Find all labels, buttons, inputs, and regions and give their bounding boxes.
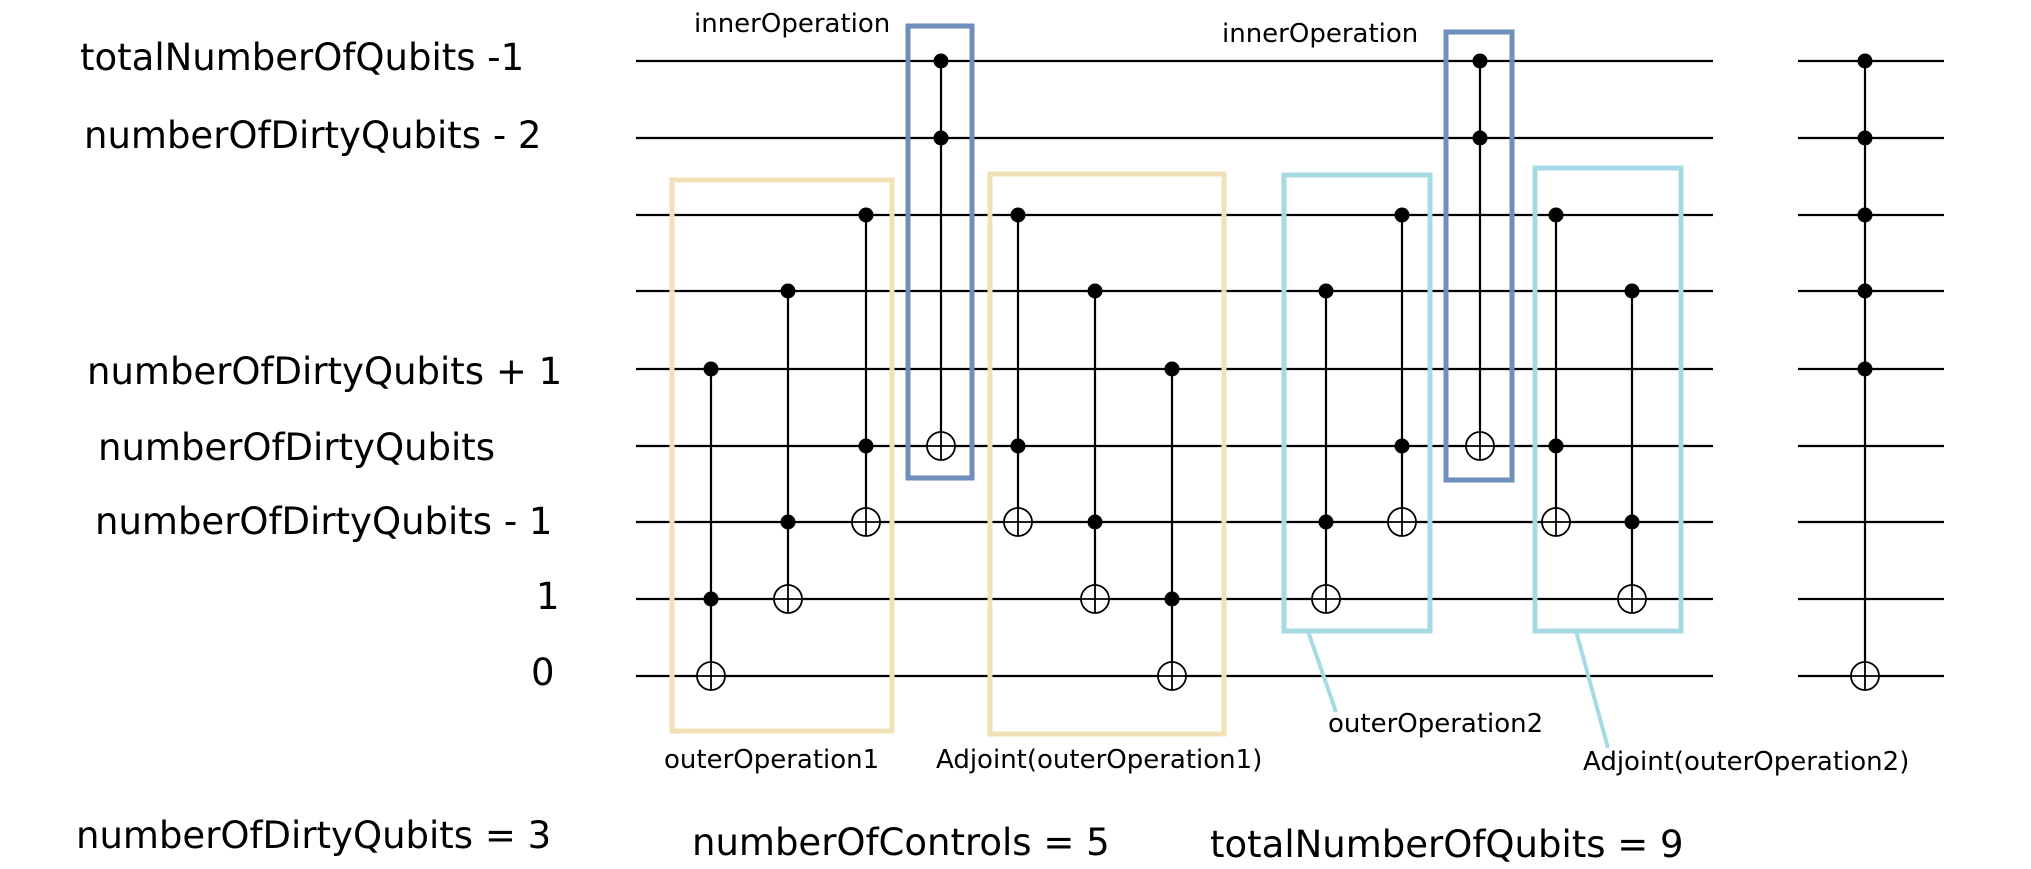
outer-operation2-leader bbox=[1306, 630, 1338, 713]
adjoint-outer-operation1-label: Adjoint(outerOperation1) bbox=[936, 745, 1262, 775]
control-dot bbox=[703, 591, 719, 607]
control-dot bbox=[1010, 438, 1026, 454]
gate-10 bbox=[1465, 53, 1495, 461]
adjoint-outer-operation2-box bbox=[1532, 165, 1684, 634]
outer-operation1-label: outerOperation1 bbox=[664, 745, 879, 775]
control-dot bbox=[1164, 361, 1180, 377]
control-dot bbox=[858, 207, 874, 223]
footer-dirty-qubits: numberOfDirtyQubits = 3 bbox=[76, 814, 551, 857]
row-label-4: numberOfDirtyQubits + 1 bbox=[87, 350, 562, 393]
gate-13 bbox=[1850, 53, 1880, 691]
adjoint-outer-operation2-label: Adjoint(outerOperation2) bbox=[1583, 747, 1909, 777]
qubit-wires bbox=[636, 59, 1944, 678]
control-dot bbox=[1624, 283, 1640, 299]
gate-2 bbox=[773, 283, 803, 614]
outer-operation2-box bbox=[1281, 172, 1433, 634]
control-dot bbox=[1394, 207, 1410, 223]
control-dot bbox=[1164, 591, 1180, 607]
gate-8 bbox=[1311, 283, 1341, 614]
control-dot bbox=[1472, 130, 1488, 146]
gates bbox=[696, 53, 1880, 691]
control-dot bbox=[780, 514, 796, 530]
inner-operation2-label: innerOperation bbox=[1222, 19, 1418, 49]
gate-9 bbox=[1387, 207, 1417, 537]
footer-number-of-controls: numberOfControls = 5 bbox=[692, 821, 1110, 864]
row-label-6: numberOfDirtyQubits - 1 bbox=[95, 500, 552, 543]
gate-11 bbox=[1541, 207, 1571, 537]
control-dot bbox=[1318, 283, 1334, 299]
footer-total-qubits: totalNumberOfQubits = 9 bbox=[1210, 823, 1684, 866]
control-dot bbox=[858, 438, 874, 454]
control-dot bbox=[1857, 283, 1873, 299]
outer-operation2-label: outerOperation2 bbox=[1328, 709, 1543, 739]
control-dot bbox=[1857, 53, 1873, 69]
gate-6 bbox=[1080, 283, 1110, 614]
row-label-7: 1 bbox=[536, 575, 560, 618]
control-dot bbox=[1472, 53, 1488, 69]
control-dot bbox=[1318, 514, 1334, 530]
inner-operation1-box bbox=[905, 23, 975, 481]
gate-3 bbox=[851, 207, 881, 537]
control-dot bbox=[1624, 514, 1640, 530]
control-dot bbox=[933, 53, 949, 69]
control-dot bbox=[1087, 514, 1103, 530]
gate-5 bbox=[1003, 207, 1033, 537]
control-dot bbox=[933, 130, 949, 146]
adjoint-outer-operation1-box bbox=[987, 171, 1227, 737]
adjoint-outer-operation2-leader bbox=[1574, 630, 1610, 749]
control-dot bbox=[1857, 361, 1873, 377]
gate-1 bbox=[696, 361, 726, 691]
gate-7 bbox=[1157, 361, 1187, 691]
control-dot bbox=[1010, 207, 1026, 223]
row-label-1: numberOfDirtyQubits - 2 bbox=[84, 114, 541, 157]
row-label-0: totalNumberOfQubits -1 bbox=[80, 36, 524, 79]
control-dot bbox=[1087, 283, 1103, 299]
row-label-8: 0 bbox=[531, 651, 555, 694]
gate-12 bbox=[1617, 283, 1647, 614]
control-dot bbox=[1548, 207, 1564, 223]
control-dot bbox=[1394, 438, 1410, 454]
control-dot bbox=[1857, 207, 1873, 223]
gate-4 bbox=[926, 53, 956, 461]
row-label-5: numberOfDirtyQubits bbox=[98, 426, 495, 469]
control-dot bbox=[1548, 438, 1564, 454]
control-dot bbox=[1857, 130, 1873, 146]
outer-operation1-box bbox=[669, 177, 895, 734]
inner-operation2-box bbox=[1443, 29, 1515, 483]
inner-operation1-label: innerOperation bbox=[694, 9, 890, 39]
control-dot bbox=[703, 361, 719, 377]
control-dot bbox=[780, 283, 796, 299]
